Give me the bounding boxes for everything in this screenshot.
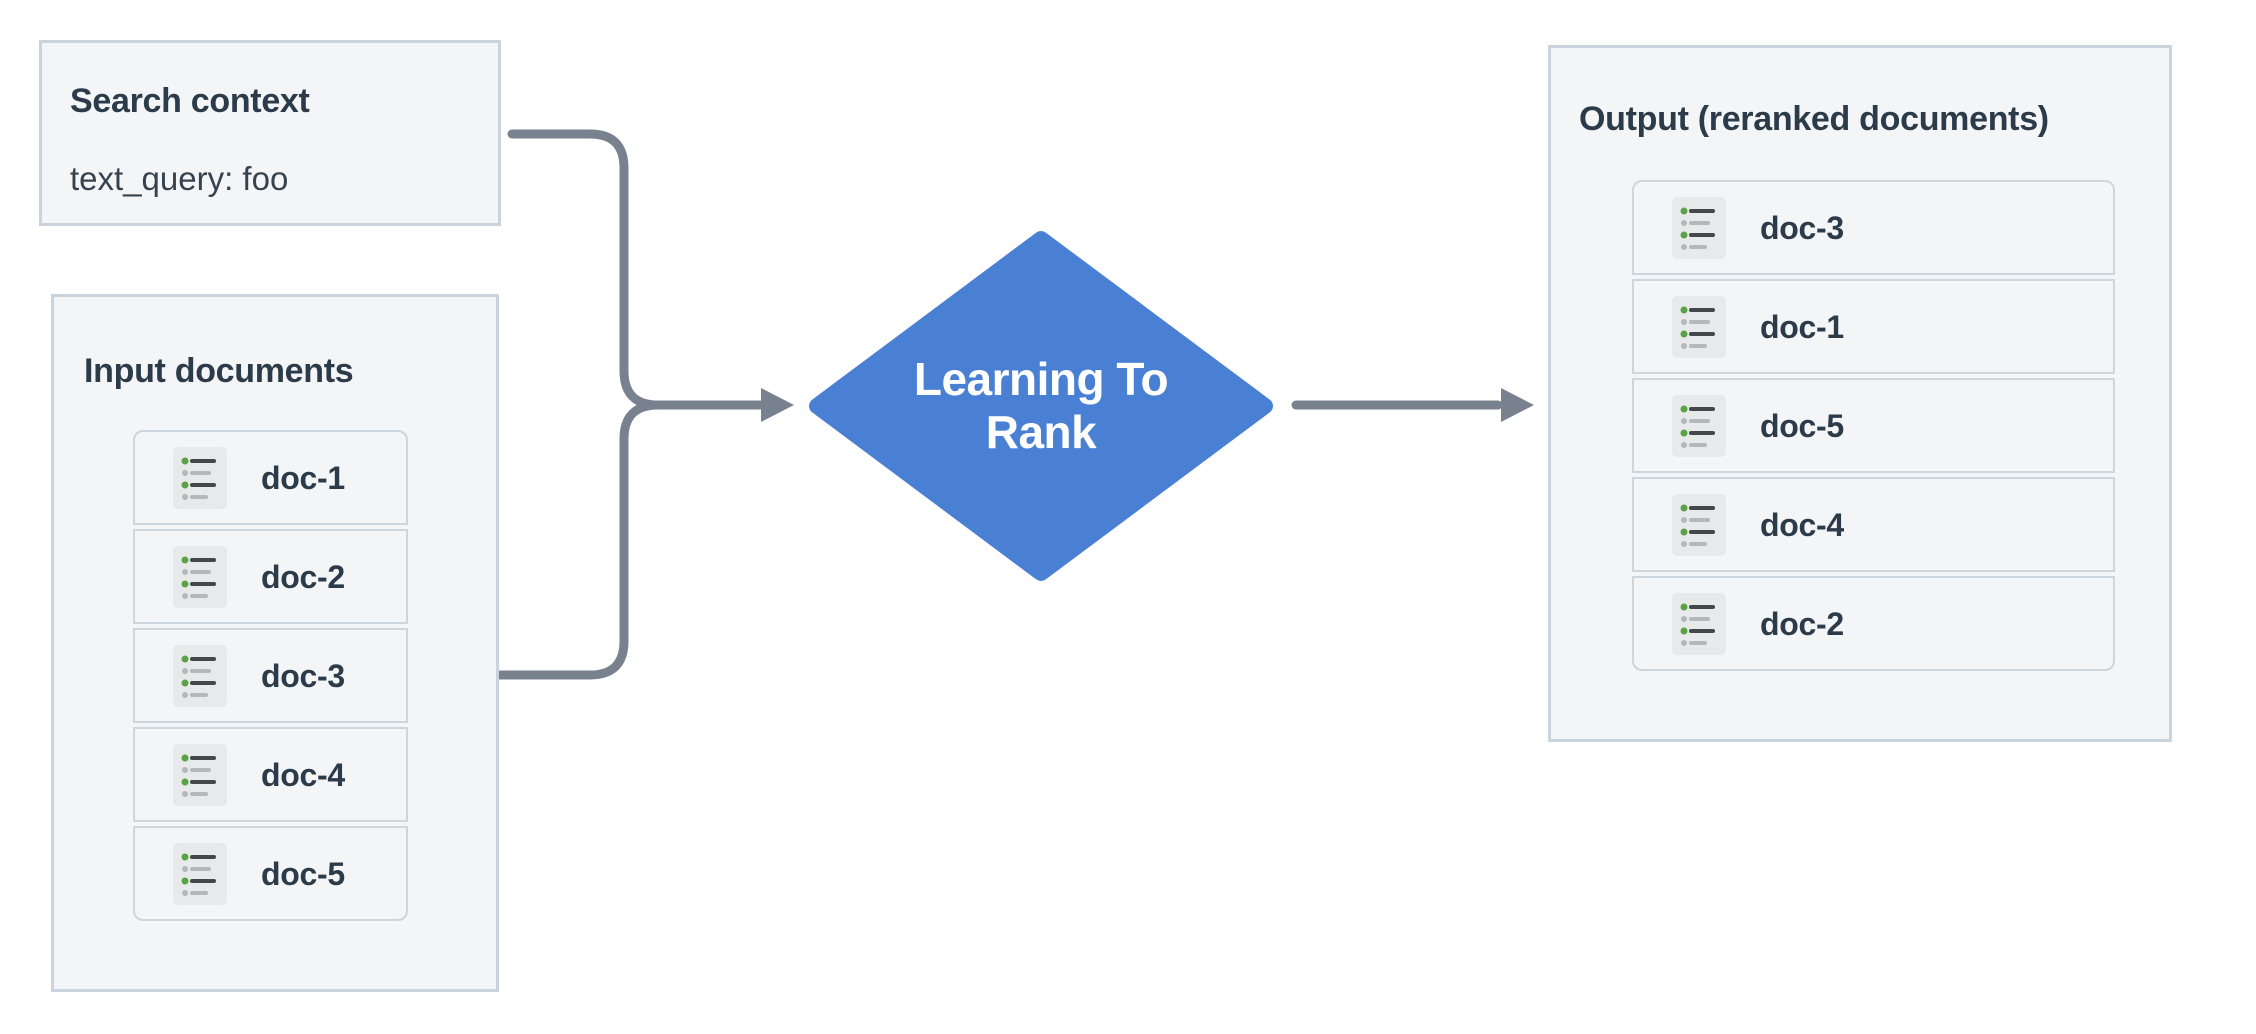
input-documents-title: Input documents (84, 352, 354, 390)
search-context-query: text_query: foo (70, 160, 289, 197)
doc-label: doc-3 (1760, 209, 1844, 246)
bulleted-list-icon (173, 446, 227, 509)
doc-label: doc-2 (261, 558, 345, 595)
output-documents-list: doc-3 doc-1 (1632, 180, 2115, 671)
search-context-title: Search context (70, 82, 310, 120)
doc-label: doc-3 (261, 657, 345, 694)
bulleted-list-icon (1672, 394, 1726, 457)
bulleted-list-icon (1672, 493, 1726, 556)
bulleted-list-icon (173, 743, 227, 806)
output-arrowhead-icon (1501, 388, 1534, 422)
input-doc-row: doc-3 (133, 628, 408, 723)
output-doc-row: doc-4 (1632, 477, 2115, 572)
diamond-label-line1: Learning To (914, 353, 1168, 405)
input-documents-node: Input documents doc-1 (51, 294, 499, 992)
input-doc-row: doc-5 (133, 826, 408, 921)
doc-label: doc-5 (261, 855, 345, 892)
bulleted-list-icon (1672, 295, 1726, 358)
doc-label: doc-1 (261, 459, 345, 496)
output-node: Output (reranked documents) doc-3 (1548, 45, 2172, 742)
bulleted-list-icon (173, 644, 227, 707)
search-context-connector (507, 129, 765, 410)
input-doc-row: doc-1 (133, 430, 408, 525)
bulleted-list-icon (1672, 592, 1726, 655)
input-documents-list: doc-1 doc-2 (133, 430, 408, 921)
doc-label: doc-5 (1760, 407, 1844, 444)
merge-arrowhead-icon (761, 388, 794, 422)
doc-label: doc-4 (261, 756, 345, 793)
doc-label: doc-4 (1760, 506, 1844, 543)
bulleted-list-icon (1672, 196, 1726, 259)
bulleted-list-icon (173, 545, 227, 608)
doc-label: doc-1 (1760, 308, 1844, 345)
learning-to-rank-diamond (809, 231, 1273, 581)
input-documents-connector (495, 400, 663, 680)
input-doc-row: doc-2 (133, 529, 408, 624)
output-doc-row: doc-1 (1632, 279, 2115, 374)
input-doc-row: doc-4 (133, 727, 408, 822)
output-doc-row: doc-2 (1632, 576, 2115, 671)
diamond-label-line2: Rank (986, 406, 1097, 458)
bulleted-list-icon (173, 842, 227, 905)
output-title: Output (reranked documents) (1579, 100, 2049, 138)
output-doc-row: doc-3 (1632, 180, 2115, 275)
search-context-node: Search context text_query: foo (39, 40, 501, 226)
output-doc-row: doc-5 (1632, 378, 2115, 473)
doc-label: doc-2 (1760, 605, 1844, 642)
